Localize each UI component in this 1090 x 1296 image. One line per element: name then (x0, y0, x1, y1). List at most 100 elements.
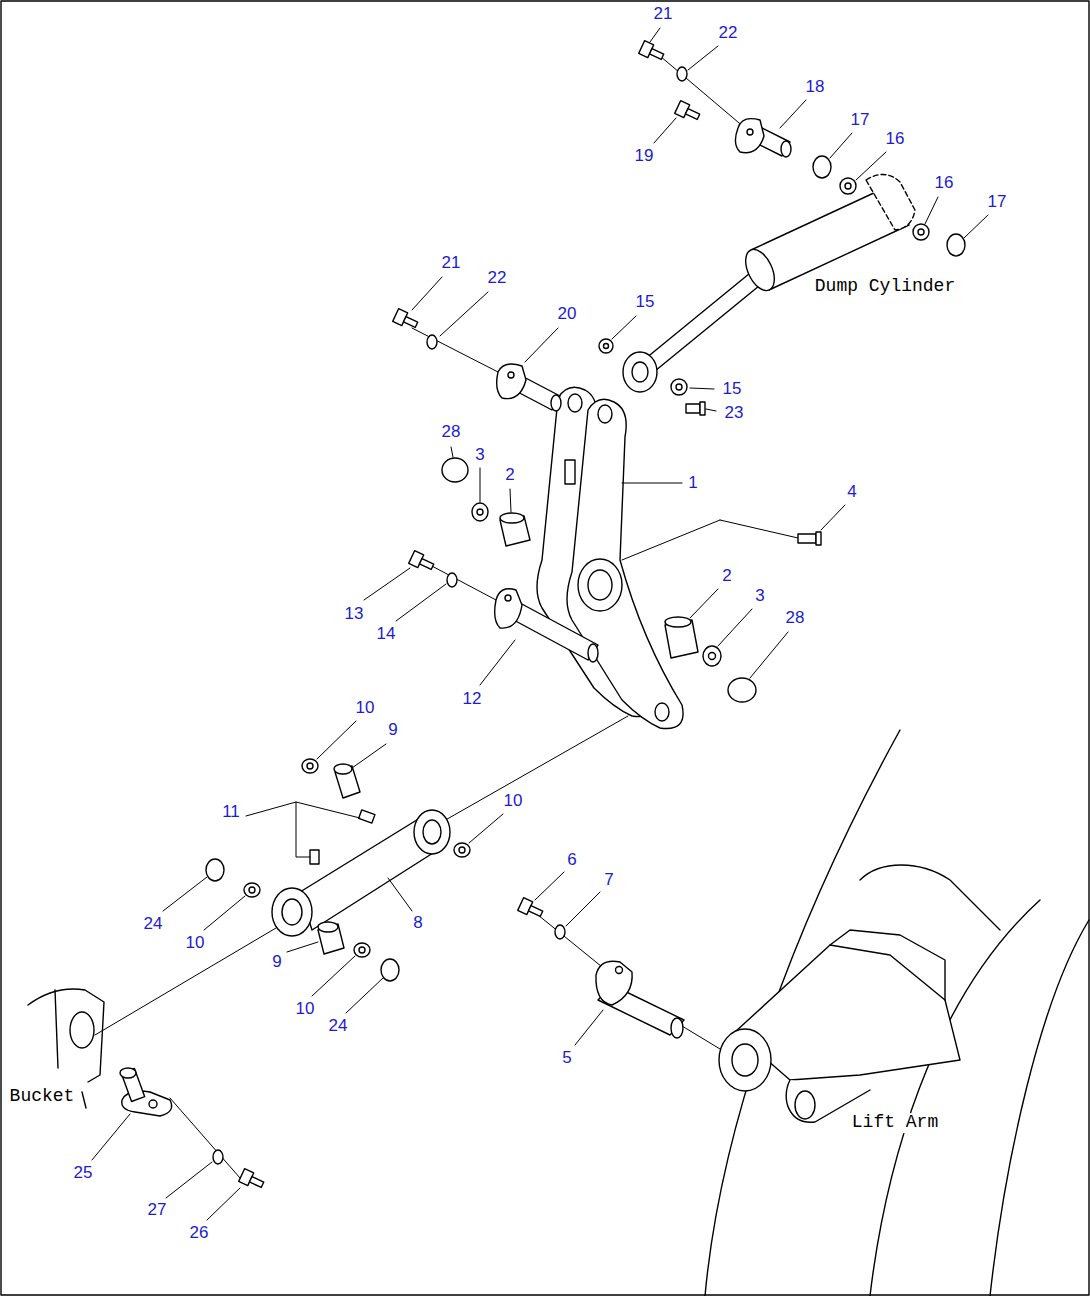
bolt (649, 49, 663, 60)
washer (206, 859, 224, 881)
nut (249, 887, 255, 893)
bushing (671, 379, 687, 395)
lift-arm (732, 1044, 758, 1076)
bucket (55, 990, 58, 1068)
bracket-line (246, 802, 360, 857)
callout-number: 26 (189, 1224, 210, 1243)
bolt (403, 317, 417, 328)
nut (472, 503, 488, 521)
leader-lines (163, 877, 207, 911)
pin (497, 364, 526, 399)
callout-number: 23 (724, 404, 745, 423)
leader-lines (925, 197, 938, 224)
callout-number: 3 (754, 587, 765, 606)
bolt (239, 1169, 266, 1191)
nut (244, 759, 470, 957)
bucket (28, 989, 104, 1082)
leader-lines (718, 609, 752, 646)
bolt (249, 1177, 263, 1188)
leader-lines (525, 328, 558, 362)
leader-lines (780, 100, 806, 128)
callout-number: 12 (462, 690, 483, 709)
bellcrank (578, 559, 622, 611)
axis-lines (412, 328, 498, 372)
leader-lines (207, 1188, 240, 1220)
leader-lines (535, 872, 564, 900)
leader-lines (204, 896, 245, 930)
pin (596, 961, 632, 1005)
leader-lines (830, 133, 852, 158)
bolt (639, 41, 666, 63)
leader-lines (396, 584, 446, 621)
pin (149, 1100, 157, 1108)
lift-arm (860, 865, 1000, 930)
callout-number: 7 (603, 871, 614, 890)
callout-number: 28 (785, 609, 806, 628)
callout-number: 2 (504, 466, 515, 485)
callout-number: 15 (722, 380, 743, 399)
nut (307, 763, 313, 769)
nut (472, 503, 721, 666)
callout-number: 1 (687, 474, 698, 493)
washer (555, 925, 565, 939)
callout-number: 16 (885, 130, 906, 149)
dump-cylinder (645, 269, 765, 371)
callout-number: 24 (328, 1017, 349, 1036)
part-name: Lift Arm (851, 1113, 939, 1133)
callout-number: 13 (344, 605, 365, 624)
pin (596, 961, 684, 1038)
leader-lines (612, 316, 636, 339)
leader-lines (706, 409, 716, 411)
callout-number: 17 (987, 193, 1008, 212)
bellcrank (598, 405, 612, 423)
leader-lines (510, 489, 511, 512)
bushing (665, 617, 691, 627)
callout-number: 21 (653, 5, 674, 24)
leader-lines (317, 721, 356, 759)
leader-lines (92, 28, 988, 1220)
bushing (318, 922, 338, 932)
washer (447, 573, 457, 587)
leader-lines (364, 568, 410, 600)
lift-arm (795, 1091, 815, 1119)
pin (588, 644, 598, 662)
pin (781, 141, 791, 157)
grease-fitting (686, 404, 700, 413)
nut (477, 509, 483, 515)
washer (728, 678, 756, 702)
pin (735, 119, 764, 153)
washer (381, 959, 399, 981)
part-name: Bucket (9, 1087, 76, 1107)
leader-lines (654, 118, 676, 143)
bushing (676, 384, 682, 390)
bolt (393, 309, 420, 331)
lift-arm (705, 730, 1089, 1296)
callout-number: 8 (412, 914, 423, 933)
washer (206, 859, 399, 981)
pin (508, 372, 514, 378)
pin (120, 1068, 172, 1116)
washer (427, 335, 437, 349)
leader-lines (480, 468, 481, 502)
axis-lines (95, 928, 276, 1035)
callout-number: 10 (185, 934, 206, 953)
bushing (840, 178, 856, 194)
pin (510, 603, 598, 660)
washer (427, 335, 437, 349)
bushing (845, 183, 851, 189)
washer (677, 67, 687, 81)
link (272, 888, 312, 936)
nut (703, 646, 721, 666)
axis-lines (622, 520, 720, 560)
lift-arm (830, 930, 945, 1000)
callout-number: 3 (474, 446, 485, 465)
bushing (599, 339, 613, 353)
callout-number: 5 (561, 1049, 572, 1068)
bellcrank (568, 394, 582, 412)
link (423, 820, 441, 844)
bolt (675, 101, 702, 123)
callout-number: 22 (718, 24, 739, 43)
leader-lines (688, 46, 718, 70)
callout-number: 27 (147, 1201, 168, 1220)
